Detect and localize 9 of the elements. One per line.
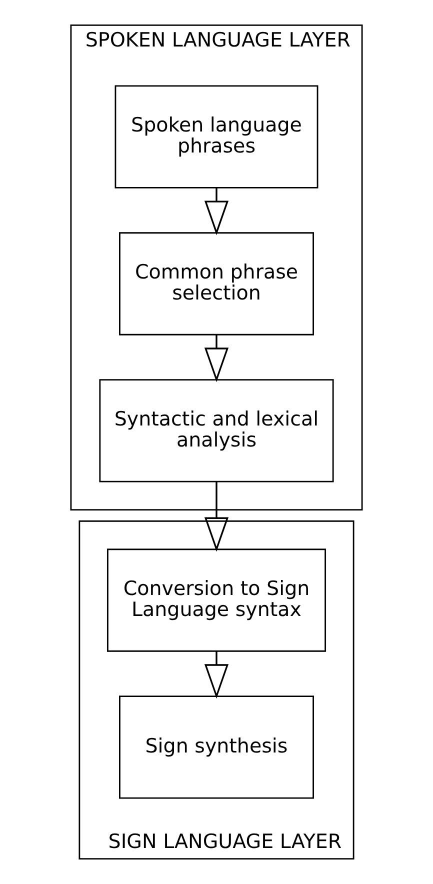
arrow: [204, 188, 229, 236]
node-box: Syntactic and lexical analysis: [99, 379, 334, 482]
node-box: Sign synthesis: [119, 696, 314, 799]
arrow: [204, 334, 229, 382]
node-box: Conversion to Sign Language syntax: [106, 548, 326, 652]
arrow: [204, 482, 229, 552]
arrow: [204, 651, 229, 699]
node-box: Spoken language phrases: [114, 85, 318, 188]
node-box: Common phrase selection: [119, 232, 314, 336]
